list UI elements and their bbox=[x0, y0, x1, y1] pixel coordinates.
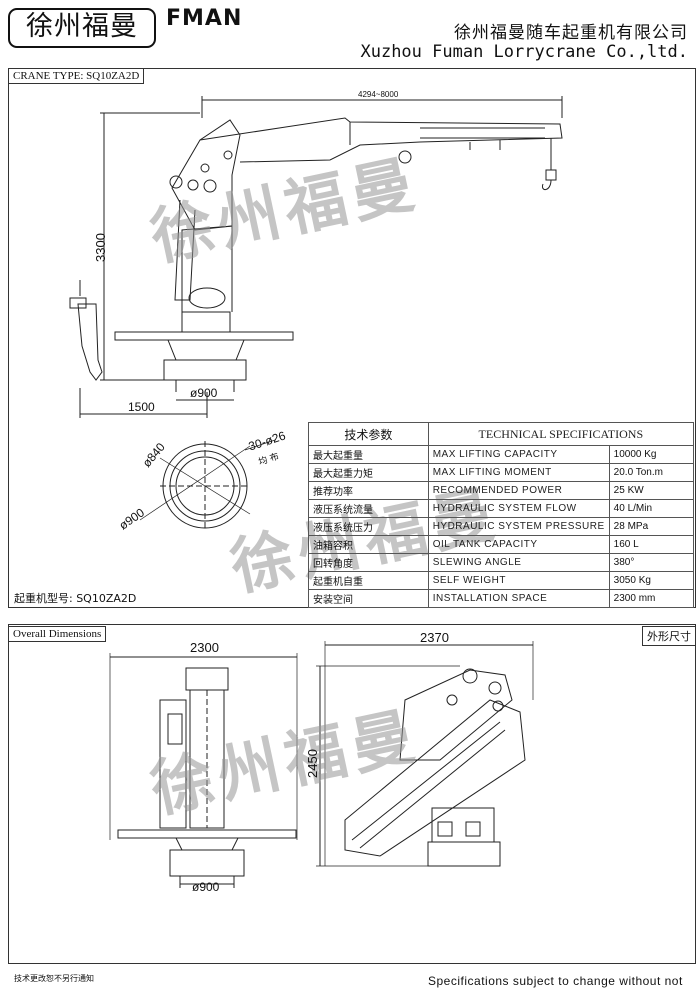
footer-notice-cn: 技术更改恕不另行通知 bbox=[14, 974, 94, 983]
logo-text: 徐州福曼 bbox=[26, 11, 138, 42]
spec-cn: 最大起重力矩 bbox=[308, 463, 429, 482]
reach-dimension: 4294~8000 bbox=[358, 90, 399, 99]
company-logo: 徐州福曼 bbox=[8, 8, 156, 48]
spec-en: MAX LIFTING MOMENT bbox=[427, 463, 610, 482]
flange-plan-view bbox=[139, 439, 276, 531]
spec-cn: 油箱容积 bbox=[308, 535, 429, 554]
spec-cn: 安装空间 bbox=[308, 589, 429, 608]
spec-en: SELF WEIGHT bbox=[427, 571, 610, 590]
overall-width: 2300 bbox=[190, 640, 219, 655]
crane-side-view bbox=[69, 96, 563, 418]
spec-cn: 液压系统压力 bbox=[308, 517, 429, 536]
spec-value: 25 KW bbox=[608, 481, 695, 500]
spec-cn: 起重机自重 bbox=[308, 571, 429, 590]
spec-cn: 推荐功率 bbox=[308, 481, 429, 500]
base-diameter: ø900 bbox=[190, 386, 218, 400]
spec-value: 2300 mm bbox=[608, 589, 695, 608]
overall-section-frame bbox=[8, 624, 696, 964]
model-label: 起重机型号: SQ10ZA2D bbox=[14, 592, 137, 605]
spec-value: 28 MPa bbox=[608, 517, 695, 536]
spec-value: 40 L/Min bbox=[608, 499, 695, 518]
overall-height: 2450 bbox=[304, 749, 320, 778]
spec-value: 10000 Kg bbox=[608, 445, 695, 464]
overall-length: 2370 bbox=[420, 630, 449, 645]
spec-en: SLEWING ANGLE bbox=[427, 553, 610, 572]
spec-value: 380° bbox=[608, 553, 695, 572]
spec-en: INSTALLATION SPACE bbox=[427, 589, 610, 608]
crane-type-label: CRANE TYPE: SQ10ZA2D bbox=[8, 68, 145, 84]
company-name-en: Xuzhou Fuman Lorrycrane Co.,ltd. bbox=[360, 42, 688, 62]
spec-title-cn: 技术参数 bbox=[308, 422, 429, 446]
spec-table-header: 技术参数 TECHNICAL SPECIFICATIONS bbox=[308, 422, 695, 446]
overall-base-diameter: ø900 bbox=[192, 880, 220, 894]
spec-en: HYDRAULIC SYSTEM PRESSURE bbox=[427, 517, 610, 536]
company-name-cn: 徐州福曼随车起重机有限公司 bbox=[454, 23, 688, 43]
spec-cn: 最大起重量 bbox=[308, 445, 429, 464]
spec-cn: 液压系统流量 bbox=[308, 499, 429, 518]
spec-en: OIL TANK CAPACITY bbox=[427, 535, 610, 554]
spec-value: 3050 Kg bbox=[608, 571, 695, 590]
crane-front-view bbox=[109, 653, 298, 888]
top-section-frame bbox=[8, 68, 696, 608]
offset-dimension: 1500 bbox=[128, 400, 155, 414]
height-dimension: 3300 bbox=[92, 233, 108, 262]
overall-dimensions-label-cn: 外形尺寸 bbox=[642, 626, 696, 646]
overall-dimensions-label: Overall Dimensions bbox=[8, 626, 107, 642]
spec-en: MAX LIFTING CAPACITY bbox=[427, 445, 610, 464]
brand-name: FMAN bbox=[166, 6, 243, 31]
spec-en: RECOMMENDED POWER bbox=[427, 481, 610, 500]
footer-notice-en: Specifications subject to change without… bbox=[428, 974, 683, 988]
spec-en: HYDRAULIC SYSTEM FLOW bbox=[427, 499, 610, 518]
spec-title-en: TECHNICAL SPECIFICATIONS bbox=[427, 422, 695, 446]
spec-value: 20.0 Ton.m bbox=[608, 463, 695, 482]
spec-value: 160 L bbox=[608, 535, 695, 554]
spec-cn: 回转角度 bbox=[308, 553, 429, 572]
crane-folded-side-view bbox=[316, 641, 534, 867]
